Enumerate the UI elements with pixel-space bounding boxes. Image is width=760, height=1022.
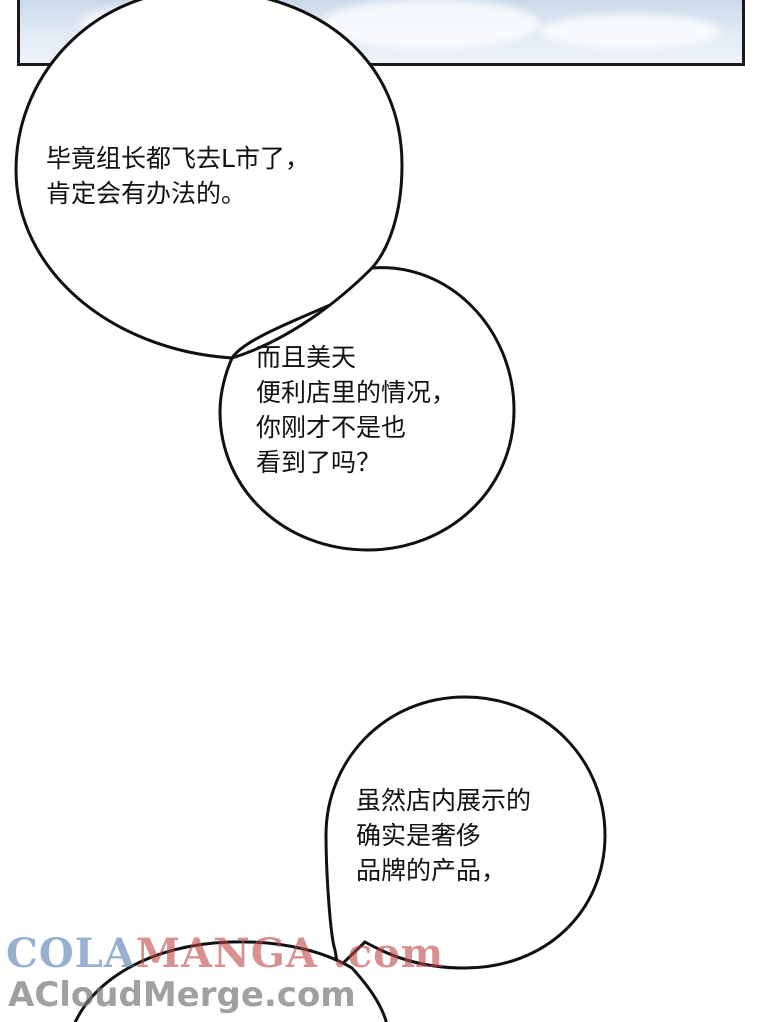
- speech-bubble-2: [218, 266, 516, 552]
- bubble-3-line: 确实是奢侈: [356, 821, 482, 850]
- bubble-2-text: 而且美天 便利店里的情况， 你刚才不是也 看到了吗？: [256, 340, 456, 480]
- bubble-3-line: 品牌的产品，: [356, 856, 507, 885]
- bubble-2-line: 便利店里的情况，: [256, 378, 457, 407]
- bubble-2-line: 看到了吗？: [256, 448, 382, 477]
- bubble-1-line: 毕竟组长都飞去L市了，: [46, 144, 310, 173]
- bubble-3-text: 虽然店内展示的 确实是奢侈 品牌的产品，: [356, 783, 531, 888]
- bubble-1-text: 毕竟组长都飞去L市了， 肯定会有办法的。: [46, 141, 310, 211]
- speech-bubble-4-partial: [73, 940, 388, 1022]
- bubble-2-line: 你刚才不是也: [256, 413, 407, 442]
- speech-bubble-3: [324, 695, 607, 972]
- bubble-1-line: 肯定会有办法的。: [46, 179, 247, 208]
- bubble-2-line: 而且美天: [256, 343, 357, 372]
- bubble-3-line: 虽然店内展示的: [356, 786, 532, 815]
